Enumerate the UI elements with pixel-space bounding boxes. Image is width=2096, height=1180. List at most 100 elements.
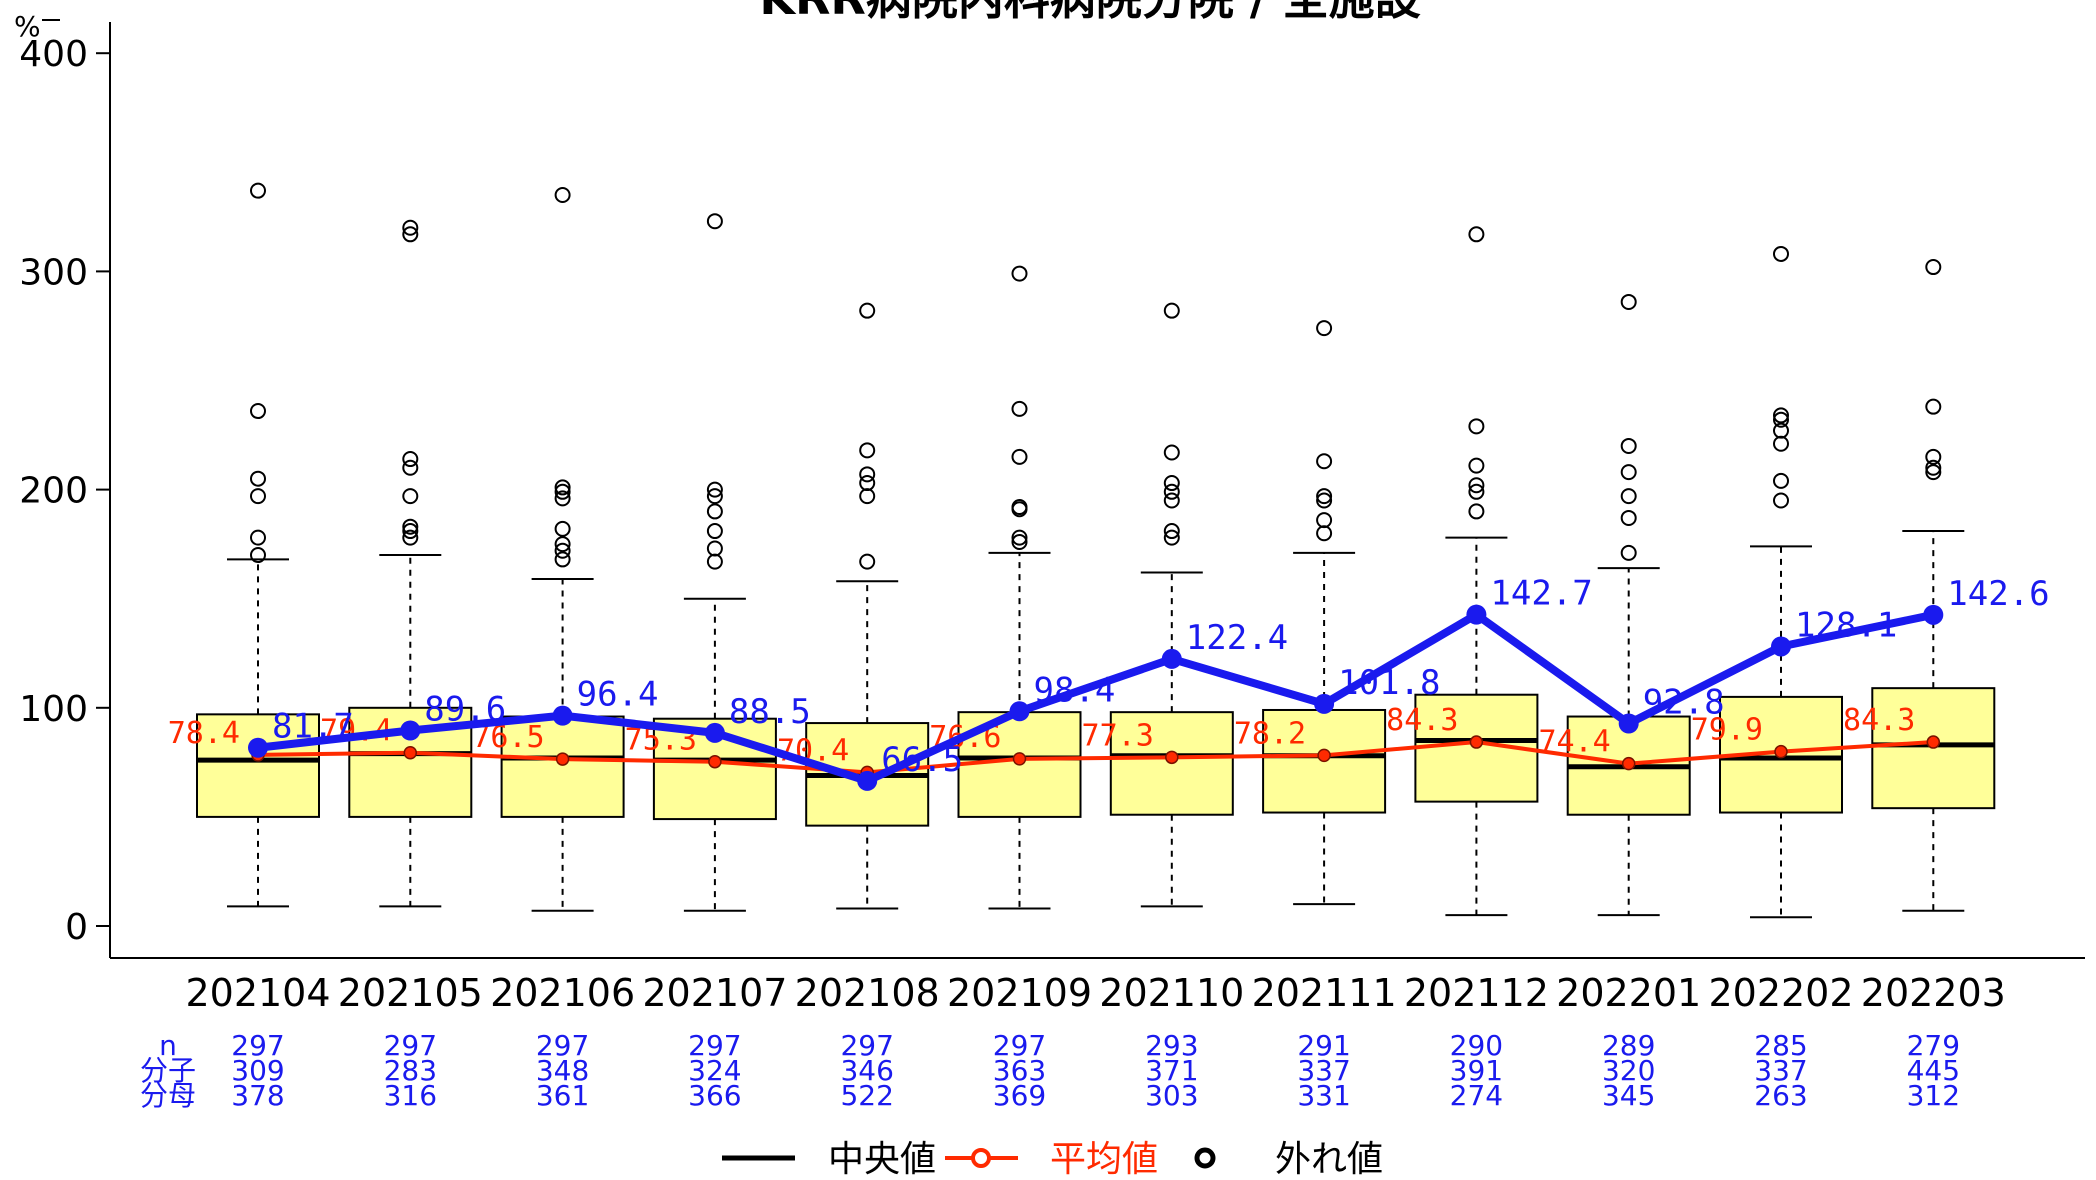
outlier-point [1011,448,1028,465]
hospital-value-label: 128.1 [1795,605,1897,645]
mean-value-label: 78.2 [1234,716,1306,751]
hospital-value-label: 89.6 [424,689,506,729]
outlier-point [706,553,723,570]
x-tick-label: 202108 [795,971,940,1015]
legend-median-label: 中央値 [828,1139,936,1180]
box-plot [1109,302,1234,908]
count-value: 297 [231,1029,284,1062]
hospital-value-label: 101.8 [1338,663,1440,703]
outlier-point [1011,400,1028,417]
hospital-value-label: 88.5 [729,692,811,732]
outlier-point [1316,512,1333,529]
outlier-point [1620,544,1637,561]
mean-point [555,752,570,766]
outlier-point [1316,320,1333,337]
box-plot [196,182,320,908]
outlier-point [402,226,419,243]
box-plot [652,213,777,912]
outlier-point [1011,501,1028,518]
y-tick-label: 0 [65,907,88,948]
outlier-point [1468,418,1485,435]
outlier-point [1925,398,1942,415]
outlier-point [1925,459,1942,476]
outlier-point [1773,407,1789,424]
count-value: 522 [840,1079,893,1112]
hospital-value-label: 122.4 [1186,618,1288,658]
count-value: 297 [993,1029,1046,1062]
outlier-point [1925,464,1942,481]
outlier-point [1773,411,1789,428]
mean-point [1621,756,1636,771]
y-tick-label: 100 [19,689,88,730]
count-value: 378 [231,1079,284,1112]
count-value: 274 [1450,1079,1503,1112]
count-value: 337 [1754,1054,1807,1087]
count-value: 361 [536,1079,589,1112]
outlier-point [1316,453,1333,470]
count-value: 297 [536,1029,589,1062]
outlier-point [1773,245,1789,262]
mean-point [1012,752,1027,766]
hospital-point [1161,648,1182,669]
hospital-point [400,720,421,741]
outlier-point [1468,477,1485,494]
outlier-point [554,520,571,537]
mean-point [403,745,418,760]
outlier-point [1011,265,1028,282]
outlier-point [402,523,419,540]
outlier-point [1163,492,1180,509]
count-value: 345 [1602,1079,1655,1112]
mean-value-label: 74.4 [1538,725,1610,760]
y-tick-label: 200 [19,471,88,512]
hospital-point [1466,604,1487,625]
x-tick-label: 202201 [1556,971,1701,1015]
outlier-point [859,442,876,459]
outlier-point [402,219,419,236]
outlier-point [859,466,876,483]
outlier-point [554,187,571,204]
outlier-point [1620,437,1637,454]
outlier-point [859,475,876,492]
legend-outlier-label: 外れ値 [1275,1139,1383,1180]
outlier-point [1468,457,1485,474]
outlier-point [554,479,571,496]
box-iqr [500,715,625,818]
mean-point [1165,750,1179,765]
outlier-point [1925,259,1942,276]
hospital-line [257,610,1935,785]
outlier-point [1773,492,1789,509]
outlier-point [1620,464,1637,481]
mean-value-label: 79.9 [1691,713,1763,748]
box-plot [1262,320,1387,906]
hospital-value-label: 66.5 [881,740,963,780]
hospital-value-label: 98.4 [1034,670,1116,710]
count-value: 391 [1450,1054,1503,1087]
outlier-point [1316,488,1333,505]
outlier-point [554,536,571,553]
count-value: 316 [384,1079,437,1112]
count-row-label: n [159,1029,177,1062]
y-tick-label: 300 [19,252,88,293]
outlier-point [1773,472,1789,489]
count-value: 285 [1754,1029,1807,1062]
legend: 中央値平均値外れ値 [722,1139,1383,1180]
outlier-point [1468,483,1485,500]
box-plot [1414,226,1539,917]
outlier-point [1163,302,1180,319]
hospital-value-label: 142.6 [1947,574,2049,614]
hospital-point [1314,693,1335,714]
count-value: 366 [688,1079,741,1112]
box-plot [1719,245,1843,919]
outlier-point [1316,525,1333,542]
outlier-point [554,551,571,568]
hospital-point [857,770,878,791]
outlier-point [402,518,419,535]
outlier-point [250,470,266,487]
count-value: 279 [1907,1029,1960,1062]
outlier-point [250,547,266,564]
count-value: 283 [384,1054,437,1087]
outlier-point [1163,444,1180,461]
hospital-value-label: 142.7 [1490,574,1592,614]
